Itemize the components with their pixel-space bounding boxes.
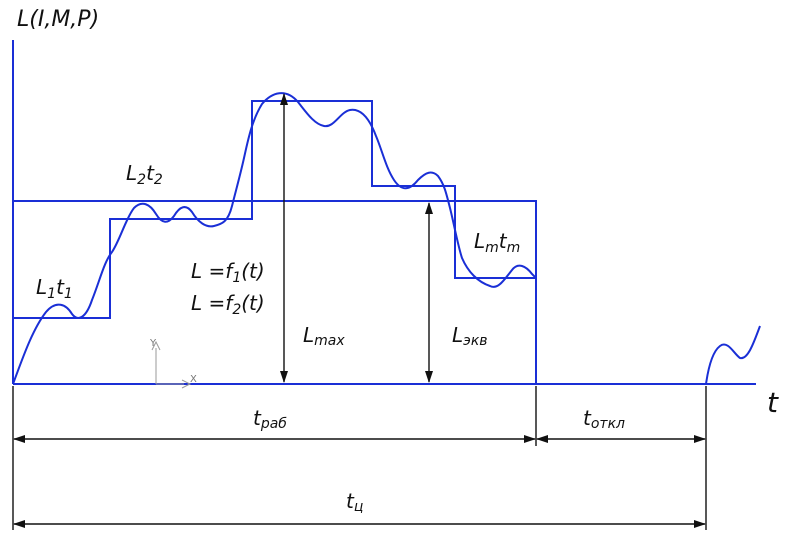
y-axis-label: L(I,M,P) (17, 7, 99, 32)
origin-x-label: X (190, 374, 197, 385)
origin-x-arrowhead (181, 379, 192, 389)
lmax-label: Lmax (303, 323, 345, 349)
stepped-load-profile (12, 100, 537, 384)
formula-f1: L =f1(t) (191, 259, 265, 286)
formula-f2: L =f2(t) (191, 291, 265, 318)
origin-y-label: Y (149, 338, 157, 349)
equivalent-load-line (13, 200, 537, 384)
lmtm-label: Lmtm (474, 229, 520, 256)
t-c-label: tц (346, 489, 363, 515)
actual-load-curve (12, 92, 537, 385)
t-rab-label: tраб (253, 406, 287, 432)
next-cycle-curve (705, 325, 761, 385)
l2t2-label: L2t2 (126, 161, 163, 188)
lekv-label: Lэкв (452, 323, 488, 349)
x-axis-label: t (767, 386, 779, 419)
l1t1-label: L1t1 (36, 275, 73, 302)
origin-y-arrowhead (151, 340, 161, 351)
t-otkl-label: tоткл (583, 406, 625, 432)
